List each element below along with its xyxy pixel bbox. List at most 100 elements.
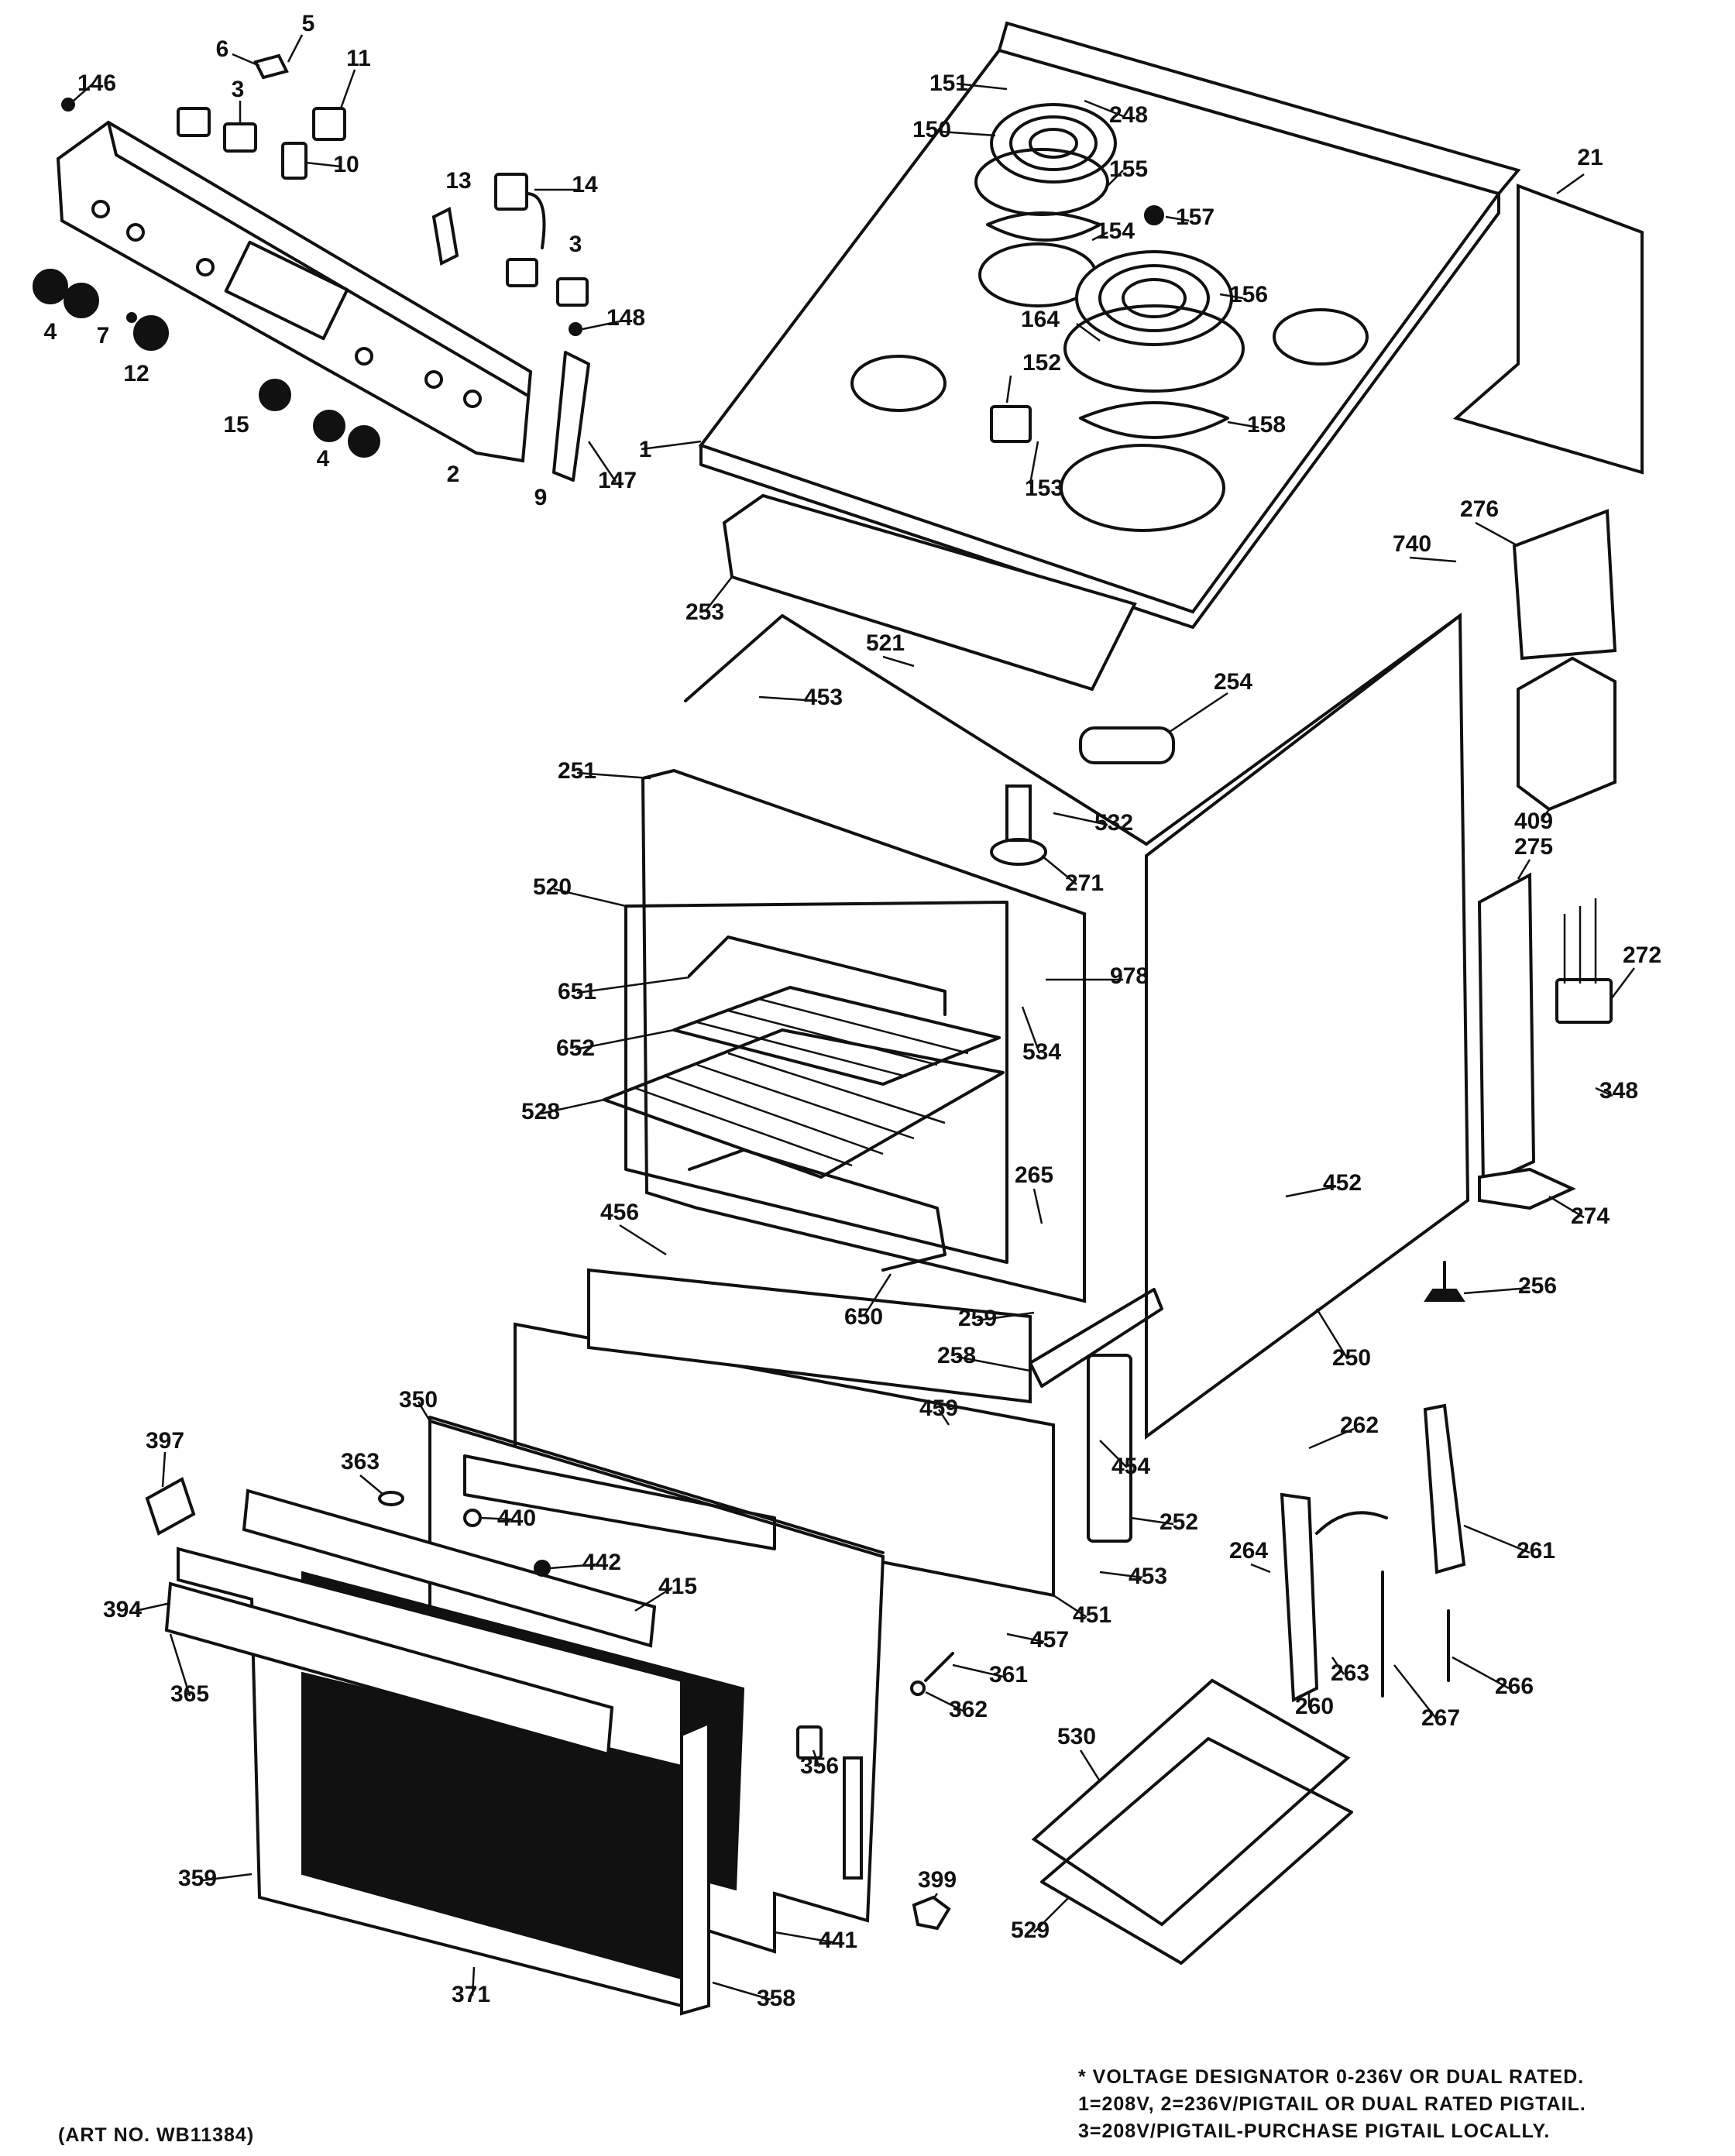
bracket (281, 142, 307, 180)
part-callout-442: 442 (582, 1550, 621, 1575)
part-callout-457: 457 (1030, 1627, 1069, 1653)
part-callout-158: 158 (1247, 412, 1286, 438)
part-callout-262: 262 (1340, 1413, 1379, 1438)
switch (312, 107, 346, 141)
door-hinge (1280, 1492, 1319, 1703)
part-callout-150: 150 (912, 117, 951, 142)
part-callout-740: 740 (1393, 531, 1431, 557)
switch (223, 122, 257, 153)
knob (313, 410, 345, 442)
part-callout-15: 15 (223, 412, 249, 438)
part-callout-147: 147 (598, 468, 637, 493)
part-callout-152: 152 (1022, 350, 1061, 376)
part-callout-453: 453 (804, 685, 843, 710)
part-callout-154: 154 (1096, 218, 1135, 244)
part-callout-441: 441 (819, 1928, 857, 1953)
right-side-parts-group (1031, 184, 1644, 1965)
part-callout-254: 254 (1214, 669, 1252, 695)
part-callout-456: 456 (600, 1200, 639, 1225)
control-panel-group (33, 53, 590, 482)
door-hinge (1423, 1403, 1466, 1574)
range-body-group (514, 493, 1470, 1598)
part-callout-358: 358 (757, 1986, 795, 2011)
part-callout-12: 12 (123, 361, 149, 386)
part-callout-532: 532 (1094, 810, 1133, 836)
part-callout-363: 363 (341, 1449, 380, 1475)
part-callout-263: 263 (1331, 1660, 1369, 1686)
part-callout-530: 530 (1057, 1724, 1096, 1749)
bake-element (688, 1148, 947, 1272)
part-callout-348: 348 (1599, 1078, 1638, 1104)
cooktop-group (698, 21, 1521, 629)
part-callout-454: 454 (1111, 1454, 1150, 1479)
part-callout-399: 399 (918, 1867, 957, 1893)
part-callout-275: 275 (1514, 834, 1553, 860)
part-callout-521: 521 (866, 630, 905, 656)
part-callout-264: 264 (1229, 1538, 1268, 1564)
part-callout-350: 350 (399, 1387, 438, 1413)
part-callout-453: 453 (1129, 1564, 1167, 1589)
part-callout-356: 356 (800, 1753, 839, 1779)
part-callout-362: 362 (949, 1697, 988, 1722)
part-callout-153: 153 (1025, 475, 1063, 501)
voltage-note: * VOLTAGE DESIGNATOR 0-236V OR DUAL RATE… (1078, 2066, 1586, 2142)
oven-liner-frame (641, 768, 1086, 1303)
part-callout-164: 164 (1021, 307, 1060, 332)
part-callout-5: 5 (302, 11, 315, 36)
part-callout-248: 248 (1109, 102, 1148, 128)
door-handle (164, 1581, 614, 1756)
part-callout-6: 6 (216, 36, 229, 62)
part-callout-251: 251 (558, 758, 596, 784)
switch (506, 258, 538, 287)
part-callout-252: 252 (1160, 1509, 1198, 1535)
part-callout-3: 3 (232, 77, 245, 102)
knob (133, 315, 169, 351)
terminal-block (1517, 656, 1616, 812)
part-callout-7: 7 (97, 323, 110, 348)
part-callout-14: 14 (572, 172, 598, 197)
part-callout-520: 520 (533, 874, 572, 900)
part-callout-21: 21 (1577, 145, 1603, 170)
part-callout-361: 361 (989, 1662, 1028, 1687)
part-callout-156: 156 (1229, 282, 1268, 307)
note-line-1: * VOLTAGE DESIGNATOR 0-236V OR DUAL RATE… (1078, 2066, 1584, 2088)
switch (556, 277, 589, 307)
broiler-pan-grid (1031, 1678, 1351, 1927)
switch (177, 107, 211, 137)
part-callout-452: 452 (1323, 1170, 1362, 1196)
part-callout-272: 272 (1623, 942, 1661, 968)
part-callout-534: 534 (1022, 1039, 1061, 1065)
backguard (997, 21, 1521, 196)
part-callout-266: 266 (1495, 1674, 1534, 1699)
note-line-2: 1=208V, 2=236V/PIGTAIL OR DUAL RATED PIG… (1078, 2093, 1586, 2115)
part-callout-258: 258 (937, 1343, 976, 1368)
part-callout-451: 451 (1073, 1602, 1111, 1628)
part-callout-271: 271 (1065, 870, 1104, 896)
part-callout-267: 267 (1421, 1705, 1460, 1731)
part-callout-261: 261 (1517, 1538, 1555, 1564)
part-callout-371: 371 (452, 1982, 490, 2007)
part-callout-1: 1 (639, 437, 652, 462)
cabinet-side (1145, 612, 1470, 1440)
part-callout-394: 394 (103, 1597, 142, 1622)
broil-element (688, 936, 947, 1016)
knob (64, 283, 99, 318)
part-callout-13: 13 (445, 168, 471, 194)
part-callout-10: 10 (333, 152, 359, 177)
knob (348, 425, 380, 458)
part-callout-250: 250 (1332, 1345, 1371, 1371)
part-callout-365: 365 (170, 1681, 209, 1707)
leader-lines (73, 34, 1635, 2001)
part-callout-2: 2 (447, 462, 460, 487)
part-callout-978: 978 (1110, 963, 1149, 989)
part-callout-260: 260 (1295, 1694, 1334, 1719)
part-callout-9: 9 (534, 485, 548, 510)
part-callout-4: 4 (317, 446, 330, 472)
part-callout-265: 265 (1015, 1162, 1053, 1188)
knob (33, 269, 68, 304)
part-callout-151: 151 (929, 70, 968, 96)
part-callout-146: 146 (77, 70, 116, 96)
part-callout-157: 157 (1176, 204, 1214, 230)
part-callout-274: 274 (1571, 1203, 1610, 1229)
